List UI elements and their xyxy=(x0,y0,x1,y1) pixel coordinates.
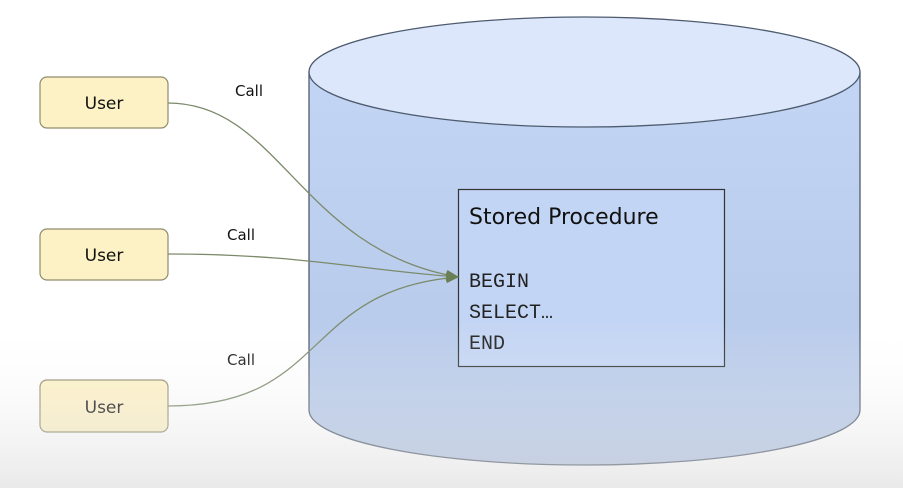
call-connector-2 xyxy=(167,253,460,282)
code-line-end: END xyxy=(469,333,505,356)
user-box-3: User xyxy=(39,379,169,433)
stored-procedure-box: Stored Procedure BEGIN SELECT… END xyxy=(457,188,726,368)
code-line-begin: BEGIN xyxy=(469,271,529,294)
call-label-1: Call xyxy=(235,82,263,100)
user-label: User xyxy=(85,398,124,418)
call-label-3: Call xyxy=(227,351,255,369)
user-label: User xyxy=(85,94,124,114)
call-label-2: Call xyxy=(227,226,255,244)
code-line-select: SELECT… xyxy=(469,302,553,325)
user-label: User xyxy=(85,246,124,266)
user-box-2: User xyxy=(39,228,169,281)
stored-procedure-title: Stored Procedure xyxy=(469,205,659,230)
user-box-1: User xyxy=(39,76,169,129)
call-connector-1 xyxy=(167,102,460,281)
